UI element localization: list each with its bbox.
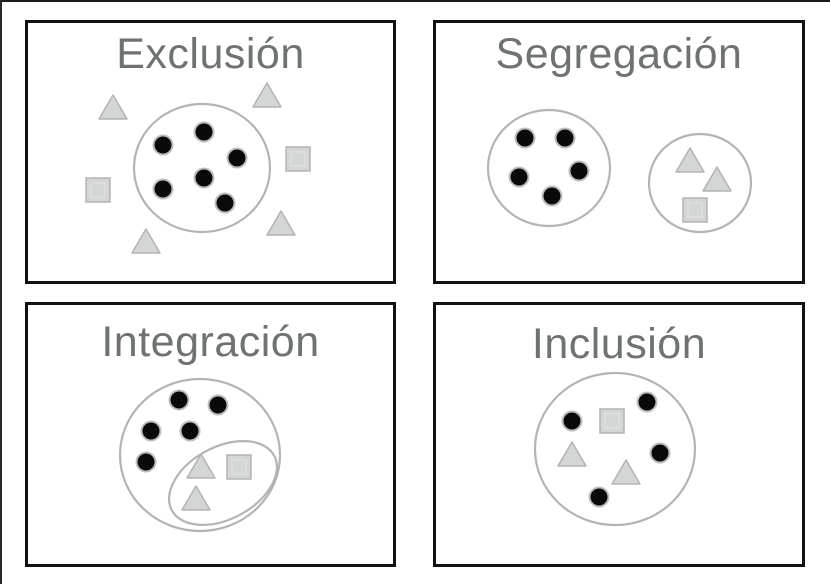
panel-segregacion: Segregación — [433, 20, 805, 284]
image-left-edge — [0, 0, 2, 584]
panel-title-inclusion: Inclusión — [531, 320, 707, 368]
image-top-edge — [0, 0, 830, 2]
panel-inclusion: Inclusión — [433, 302, 805, 567]
panel-exclusion: Exclusión — [25, 20, 396, 284]
panel-title-integracion: Integración — [101, 318, 320, 366]
panel-integracion: Integración — [25, 302, 396, 567]
panel-title-exclusion: Exclusión — [116, 30, 305, 78]
panel-title-segregacion: Segregación — [495, 30, 743, 78]
